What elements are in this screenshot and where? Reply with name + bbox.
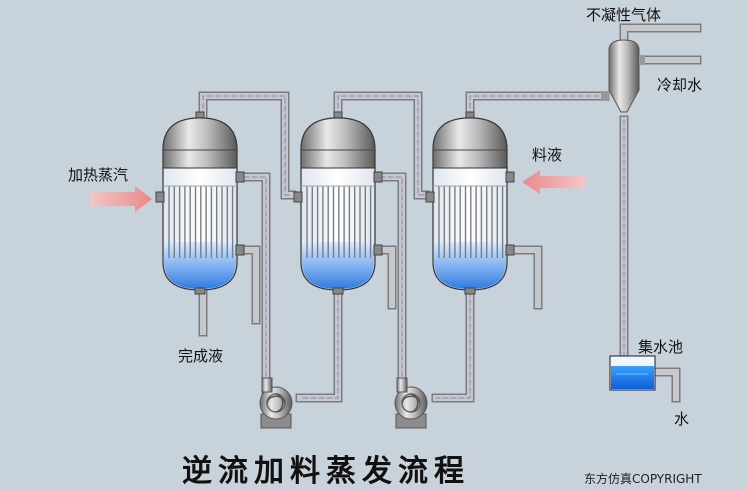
heating-steam-arrow (90, 186, 152, 212)
feed-liquor-label: 料液 (532, 146, 563, 164)
non-condensable-gas-label: 不凝性气体 (586, 6, 662, 24)
feed-arrow (522, 170, 585, 194)
pipe-network (198, 23, 702, 403)
cooling-water-label: 冷却水 (657, 76, 703, 94)
pump-1 (259, 377, 293, 429)
diagram-canvas (90, 23, 702, 429)
collecting-tank (609, 355, 656, 391)
finished-liquor-label: 完成液 (178, 347, 224, 365)
pump-2 (394, 377, 428, 429)
diagram-title: 逆流加料蒸发流程 (182, 454, 470, 489)
evaporation-flow-diagram: 加热蒸汽 完成液 料液 不凝性气体 冷却水 集水池 水 逆流加料蒸发流程 东方仿… (68, 6, 703, 489)
evaporator-3 (425, 111, 515, 295)
condenser (601, 39, 645, 113)
heating-steam-label: 加热蒸汽 (68, 166, 129, 184)
copyright-text: 东方仿真COPYRIGHT (584, 472, 702, 486)
evaporator-1 (155, 111, 245, 295)
collecting-tank-label: 集水池 (638, 338, 684, 356)
evaporator-2 (293, 111, 383, 295)
water-label: 水 (674, 410, 690, 428)
